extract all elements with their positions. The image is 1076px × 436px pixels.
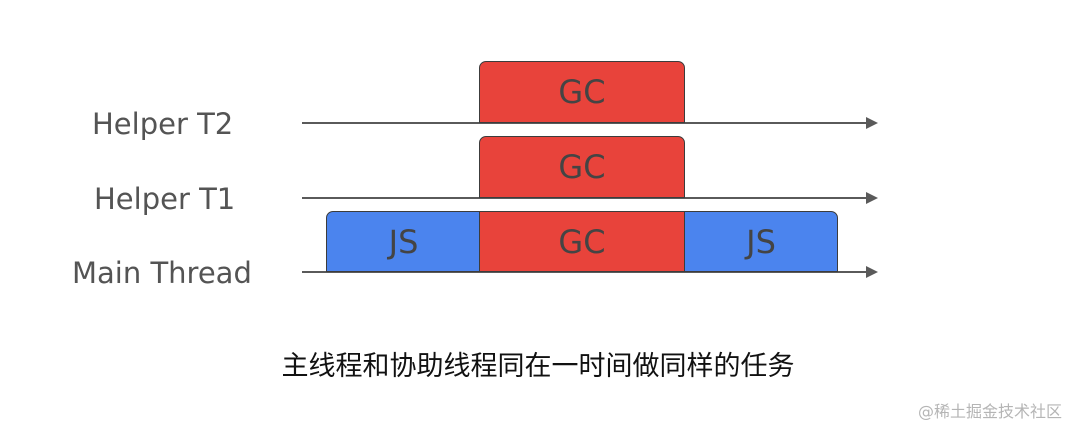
row-label-helper-t2: Helper T2 — [92, 107, 234, 141]
watermark: @稀土掘金技术社区 — [917, 402, 1062, 421]
row-label-helper-t1: Helper T1 — [94, 182, 236, 216]
arrow-right-icon — [866, 117, 878, 129]
row-label-main-thread: Main Thread — [72, 256, 252, 290]
arrow-right-icon — [866, 192, 878, 204]
arrow-right-icon — [866, 266, 878, 278]
task-gc-helper-t2: GC — [479, 61, 685, 123]
timeline-axis-main-thread — [302, 266, 878, 278]
diagram-caption: 主线程和协助线程同在一时间做同样的任务 — [281, 351, 795, 382]
task-gc-helper-t1: GC — [479, 136, 685, 198]
task-js-main-thread-before: JS — [326, 211, 481, 272]
timeline-axis-helper-t2 — [302, 117, 878, 129]
timeline-axis-helper-t1 — [302, 192, 878, 204]
task-gc-main-thread: GC — [479, 211, 685, 272]
task-js-main-thread-after: JS — [684, 211, 838, 272]
